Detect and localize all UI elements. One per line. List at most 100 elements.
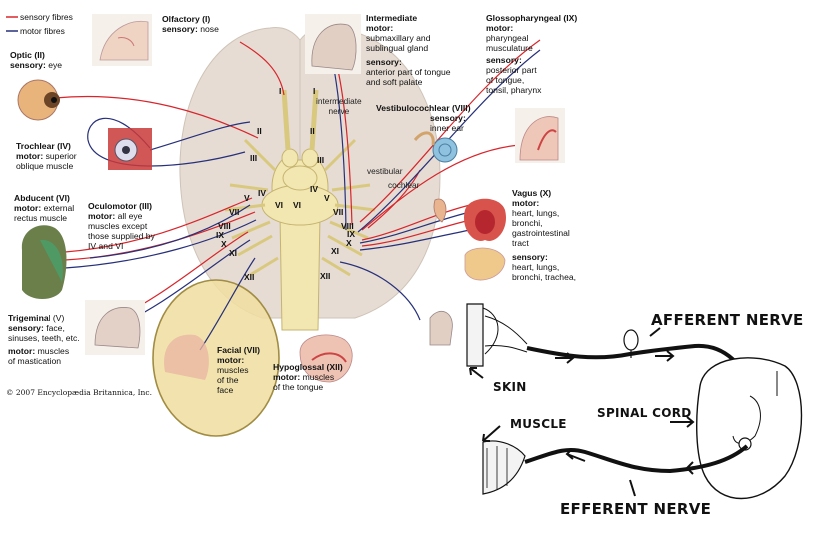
numeral-III-right: III [317,155,325,165]
trochlear-motor-text2: oblique muscle [16,161,74,171]
trigeminal-sensory-text2: sinuses, teeth, etc. [8,333,80,343]
intermediate-nerve-label: intermediate nerve [316,96,362,116]
trigeminal-motor-label: motor: [8,346,36,356]
vestibulocochlear-sensory-label: sensory: [430,113,466,123]
label-glossopharyngeal: Glossopharyngeal (IX) motor: pharyngeal … [486,13,577,95]
numeral-XI-left: XI [229,248,238,258]
glossopharyngeal-motor-text1: pharyngeal [486,33,529,43]
label-optic: Optic (II) sensory: eye [10,50,62,70]
numeral-XII-left: XII [244,272,255,282]
vagus-motor-text2: bronchi, [512,218,543,228]
label-vagus: Vagus (X) motor: heart, lungs, bronchi, … [512,188,576,282]
intermediate-motor-label: motor: [366,23,394,33]
trigeminal-motor-text2: of mastication [8,356,62,366]
copyright-notice: © 2007 Encyclopædia Britannica, Inc. [6,388,152,397]
trochlear-title: Trochlear (IV) [16,141,71,151]
legend-sensory: sensory fibres [20,12,73,22]
numeral-V-right: V [324,193,330,203]
olfactory-sensory-label: sensory: [162,24,198,34]
vagus-motor-label: motor: [512,198,540,208]
numeral-IV-right: IV [310,184,319,194]
trigeminal-sensory-text1: face, [46,323,65,333]
skull-thumbnail [85,300,145,355]
numeral-IX-right: IX [347,229,356,239]
olfactory-title: Olfactory (I) [162,14,211,24]
trigeminal-sensory-label: sensory: [8,323,44,333]
intermediate-motor-text2: sublingual gland [366,43,429,53]
vagus-motor-text3: gastrointestinal [512,228,570,238]
label-trigeminal: Trigeminal (V) sensory: face, sinuses, t… [8,313,80,366]
abducent-motor-text1: external [43,203,75,213]
trochlear-motor-label: motor: [16,151,44,161]
vestibulocochlear-sensory-text: inner ear [430,123,464,133]
numeral-XII-right: XII [320,271,331,281]
numeral-VII-right: VII [333,207,344,217]
numeral-III-left: III [250,153,258,163]
glossopharyngeal-sensory-text3: tonsil, pharynx [486,85,542,95]
optic-sensory-text: eye [48,60,63,70]
glossopharyngeal-motor-label: motor: [486,23,514,33]
numeral-VIII-right: VIII [341,221,354,231]
optic-sensory-label: sensory: [10,60,46,70]
muscle-block [482,440,526,495]
glossopharyngeal-sensory-text2: of tongue, [486,75,525,85]
label-intermediate: Intermediate motor: submaxillary and sub… [366,13,451,87]
abducent-title: Abducent (VI) [14,193,70,203]
inner-ear-thumbnail [413,131,458,163]
facial-motor-label: motor: [217,355,245,365]
eye-muscle-thumbnail [108,128,152,170]
abducent-motor-label: motor: [14,203,42,213]
intermediate-nerve-line2: nerve [328,106,350,116]
glossopharyngeal-title: Glossopharyngeal (IX) [486,13,578,23]
oculomotor-motor-text2: muscles except [88,221,148,231]
numeral-II-left: II [257,126,262,136]
head-thumbnail [21,225,67,299]
numeral-VIII-left: VIII [218,221,231,231]
intermediate-sensory-text1: anterior part of tongue [366,67,451,77]
oculomotor-motor-label: motor: [88,211,116,221]
oculomotor-title: Oculomotor (III) [88,201,152,211]
numeral-I-left: I [279,86,282,96]
label-facial: Facial (VII) motor: muscles of the face [217,345,260,395]
eye-thumbnail [17,79,60,121]
vagus-sensory-text2: bronchi, trachea, [512,272,577,282]
spinal-cord-label: SPINAL CORD [597,406,692,420]
trigeminal-title-main: Trigemina [8,313,49,323]
label-olfactory: Olfactory (I) sensory: nose [162,14,219,34]
label-trochlear: Trochlear (IV) motor: superior oblique m… [16,141,77,171]
reflex-arc-diagram [455,296,815,533]
oculomotor-motor-text1: all eye [117,211,143,221]
glossopharyngeal-sensory-text1: posterior part [486,65,537,75]
vagus-sensory-text1: heart, lungs, [512,262,560,272]
numeral-X-right: X [346,238,352,248]
intermediate-motor-text1: submaxillary and [366,33,431,43]
organs-thumbnail [464,198,506,281]
vestibulocochlear-title: Vestibulocochlear (VIII) [376,103,471,113]
facial-motor-text1: muscles [217,365,249,375]
olfactory-sensory-text: nose [200,24,219,34]
vagus-sensory-label: sensory: [512,252,548,262]
intermediate-sensory-label: sensory: [366,57,402,67]
numeral-VI-right: VI [293,200,302,210]
intermediate-sensory-text2: and soft palate [366,77,423,87]
label-oculomotor: Oculomotor (III) motor: all eye muscles … [88,201,155,251]
abducent-motor-text2: rectus muscle [14,213,68,223]
numeral-VI-left: VI [275,200,284,210]
submaxillary-thumbnail [305,14,361,74]
label-vestibulocochlear: Vestibulocochlear (VIII) sensory: inner … [376,103,471,133]
face-muscle-thumbnail [164,334,209,380]
vagus-motor-text1: heart, lungs, [512,208,560,218]
intermediate-nerve-line1: intermediate [316,96,362,106]
glossopharyngeal-motor-text2: musculature [486,43,533,53]
skin-label: SKIN [493,380,527,394]
vestibular-label: vestibular [367,166,403,176]
nose-thumbnail [92,14,152,66]
legend-motor: motor fibres [20,26,65,36]
hypoglossal-motor-text2: of the tongue [273,382,324,392]
numeral-I-right: I [313,86,316,96]
numeral-II-right: II [310,126,315,136]
oculomotor-motor-text4: IV and VI [88,241,124,251]
hypoglossal-title: Hypoglossal (XII) [273,362,343,372]
trigeminal-title-rest: l (V) [48,313,65,323]
